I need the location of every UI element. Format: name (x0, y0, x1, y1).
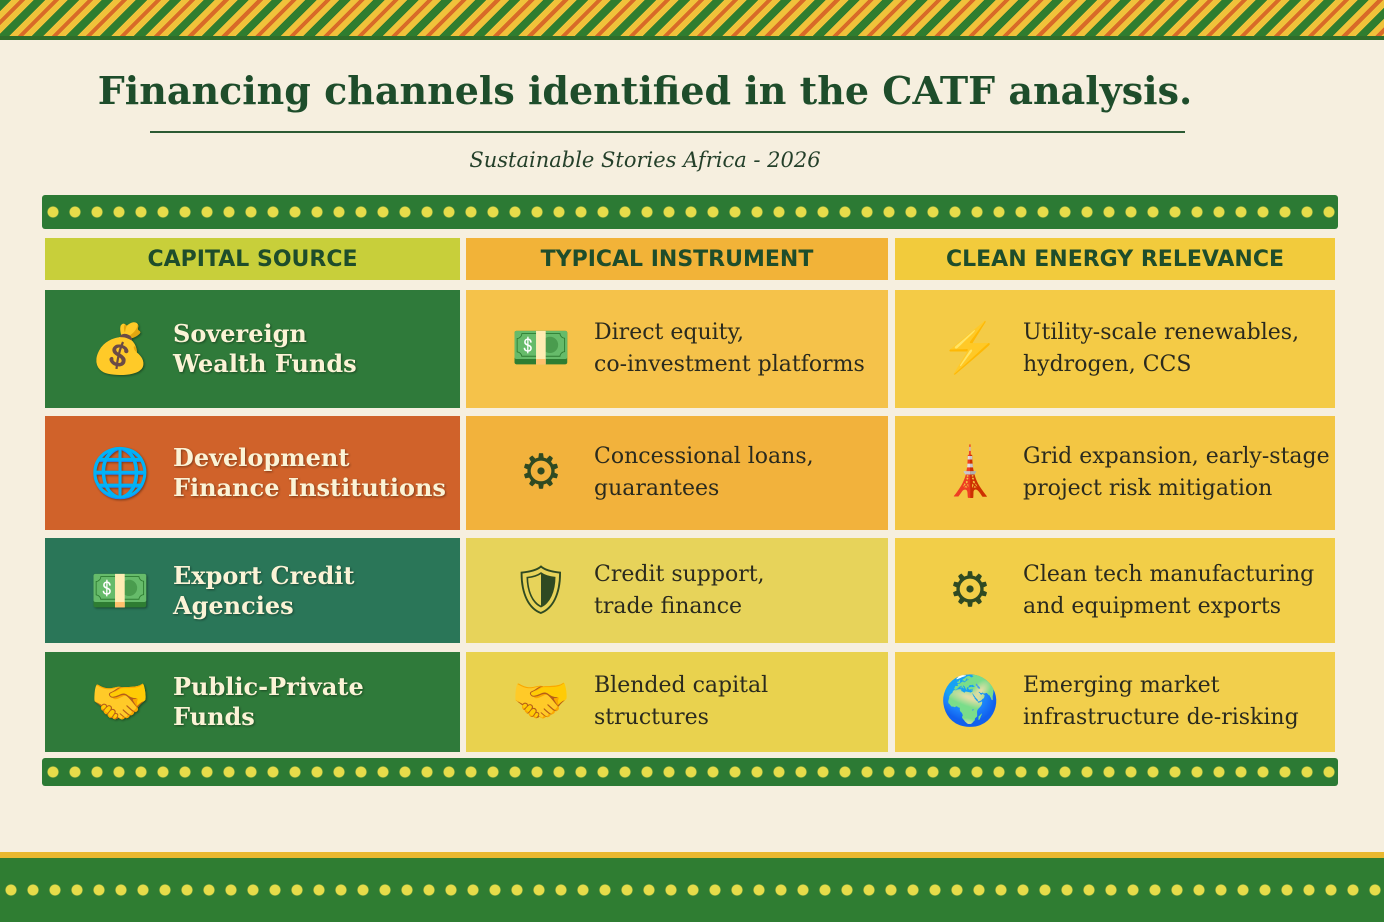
row-4-instrument-cell: 🤝 Blended capital structures (466, 652, 888, 752)
banknote-icon: 💵 (90, 562, 150, 619)
title-divider (150, 131, 1185, 133)
header-capital-source: CAPITAL SOURCE (45, 238, 460, 280)
row-4-relevance-text: Emerging market infrastructure de-riskin… (1023, 673, 1299, 730)
row-3-relevance-cell: ⚙ Clean tech manufacturing and equipment … (895, 538, 1335, 643)
row-4-source-cell: 🤝 Public-Private Funds (45, 652, 460, 752)
row-1-instrument-text: Direct equity, co-investment platforms (594, 320, 865, 377)
handshake-icon: 🤝 (511, 673, 571, 730)
row-3-source-text: Export Credit Agencies (173, 560, 355, 620)
subtitle: Sustainable Stories Africa - 2026 (469, 148, 821, 172)
row-3-source-cell: 💵 Export Credit Agencies (45, 538, 460, 643)
row-2-source-cell: 🌐 Development Finance Institutions (45, 416, 460, 530)
globe-hands-icon: 🌍 (940, 673, 1000, 730)
row-2-instrument-cell: ⚙ Concessional loans, guarantees (466, 416, 888, 530)
wind-turbine-icon: ⚡ (940, 320, 1000, 377)
row-2-relevance-text: Grid expansion, early-stage project risk… (1023, 444, 1330, 501)
bottom-pattern-border (0, 852, 1384, 922)
table-top-band (42, 195, 1338, 229)
power-tower-icon: 🗼 (940, 444, 1000, 501)
row-1-source-text: Sovereign Wealth Funds (173, 319, 357, 378)
page-title: Financing channels identified in the CAT… (97, 68, 1193, 113)
table-bottom-band (42, 758, 1338, 786)
header-typical-instrument: TYPICAL INSTRUMENT (466, 238, 888, 280)
shield-dollar-icon: 🛡 (510, 561, 572, 618)
row-2-source-text: Development Finance Institutions (173, 443, 446, 502)
handshake-icon: 🤝 (90, 674, 150, 730)
row-3-instrument-cell: 🛡 Credit support, trade finance (466, 538, 888, 643)
globe-check-icon: 🌐 (90, 445, 150, 501)
row-1-instrument-cell: 💵 Direct equity, co-investment platforms (466, 290, 888, 408)
row-4-relevance-cell: 🌍 Emerging market infrastructure de-riski… (895, 652, 1335, 752)
top-pattern-border (0, 0, 1384, 40)
cash-hand-icon: 💵 (511, 320, 571, 377)
row-1-source-cell: 💰 Sovereign Wealth Funds (45, 290, 460, 408)
row-4-source-text: Public-Private Funds (173, 672, 364, 731)
row-3-relevance-text: Clean tech manufacturing and equipment e… (1023, 561, 1315, 619)
gear-check-icon: ⚙ (519, 444, 563, 501)
row-3-instrument-text: Credit support, trade finance (594, 561, 765, 619)
row-2-instrument-text: Concessional loans, guarantees (594, 444, 814, 501)
header-clean-energy-relevance: CLEAN ENERGY RELEVANCE (895, 238, 1335, 280)
row-4-instrument-text: Blended capital structures (594, 673, 769, 730)
row-2-relevance-cell: 🗼 Grid expansion, early-stage project ris… (895, 416, 1335, 530)
row-1-relevance-text: Utility-scale renewables, hydrogen, CCS (1023, 320, 1300, 377)
gears-icon: ⚙ (948, 561, 992, 618)
money-bag-icon: 💰 (90, 321, 150, 377)
row-1-relevance-cell: ⚡ Utility-scale renewables, hydrogen, CCS (895, 290, 1335, 408)
